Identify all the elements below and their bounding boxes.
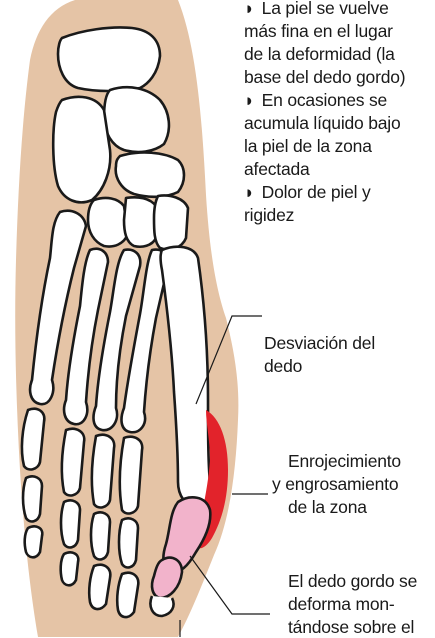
- callout-big-toe-line-3: tándose sobre el: [288, 616, 414, 638]
- cuneiform-intermediate: [124, 197, 156, 246]
- toe-5-phalanx-1: [22, 409, 44, 470]
- symptom-2-line-4: afectada: [244, 158, 310, 180]
- cuneiform-medial: [154, 196, 188, 250]
- toe-3-phalanx-3: [89, 565, 110, 609]
- toe-2-phalanx-1: [120, 437, 142, 514]
- toe-5-phalanx-3: [25, 526, 43, 557]
- symptom-2-line-1: ◗ En ocasiones se: [244, 89, 387, 111]
- callout-redness-line-2: y engrosamiento: [272, 473, 398, 495]
- symptom-1-line-4: base del dedo gordo): [244, 66, 405, 88]
- symptom-2-line-3: la piel de la zona: [244, 135, 372, 157]
- calcaneus-bone: [58, 27, 160, 91]
- toe-2-phalanx-2: [119, 518, 138, 567]
- callout-deviation-line-2: dedo: [264, 355, 302, 377]
- toe-4-phalanx-3: [61, 552, 79, 585]
- symptom-3-line-2: rigidez: [244, 204, 294, 226]
- callout-redness-line-1: Enrojecimiento: [288, 450, 401, 472]
- toe-4-phalanx-2: [61, 500, 80, 547]
- callout-deviation-line-1: Desviación del: [264, 332, 375, 354]
- callout-big-toe-line-1: El dedo gordo se: [288, 570, 417, 592]
- bullet-icon: ◗: [244, 0, 257, 19]
- bullet-icon: ◗: [244, 181, 257, 203]
- cuboid-bone: [53, 97, 110, 203]
- big-toe-nail-edge: [150, 596, 173, 616]
- symptom-1-line-2: más fina en el lugar: [244, 20, 393, 42]
- symptom-1-line-3: de la deformidad (la: [244, 43, 395, 65]
- toe-3-phalanx-1: [92, 435, 114, 508]
- symptom-3-line-1: ◗ Dolor de piel y: [244, 181, 371, 203]
- cuneiform-lateral: [88, 198, 128, 247]
- symptom-2-line-2: acumula líquido bajo: [244, 112, 401, 134]
- toe-5-phalanx-2: [23, 476, 42, 521]
- callout-big-toe-line-2: deforma mon-: [288, 593, 395, 615]
- navicular-bone: [116, 153, 184, 197]
- bullet-icon: ◗: [244, 89, 257, 111]
- symptom-1-line-1: ◗ La piel se vuelve: [244, 0, 389, 19]
- toe-2-phalanx-3: [117, 573, 138, 617]
- toe-4-phalanx-1: [62, 429, 84, 496]
- toe-3-phalanx-2: [91, 512, 110, 559]
- callout-redness-line-3: de la zona: [288, 496, 367, 518]
